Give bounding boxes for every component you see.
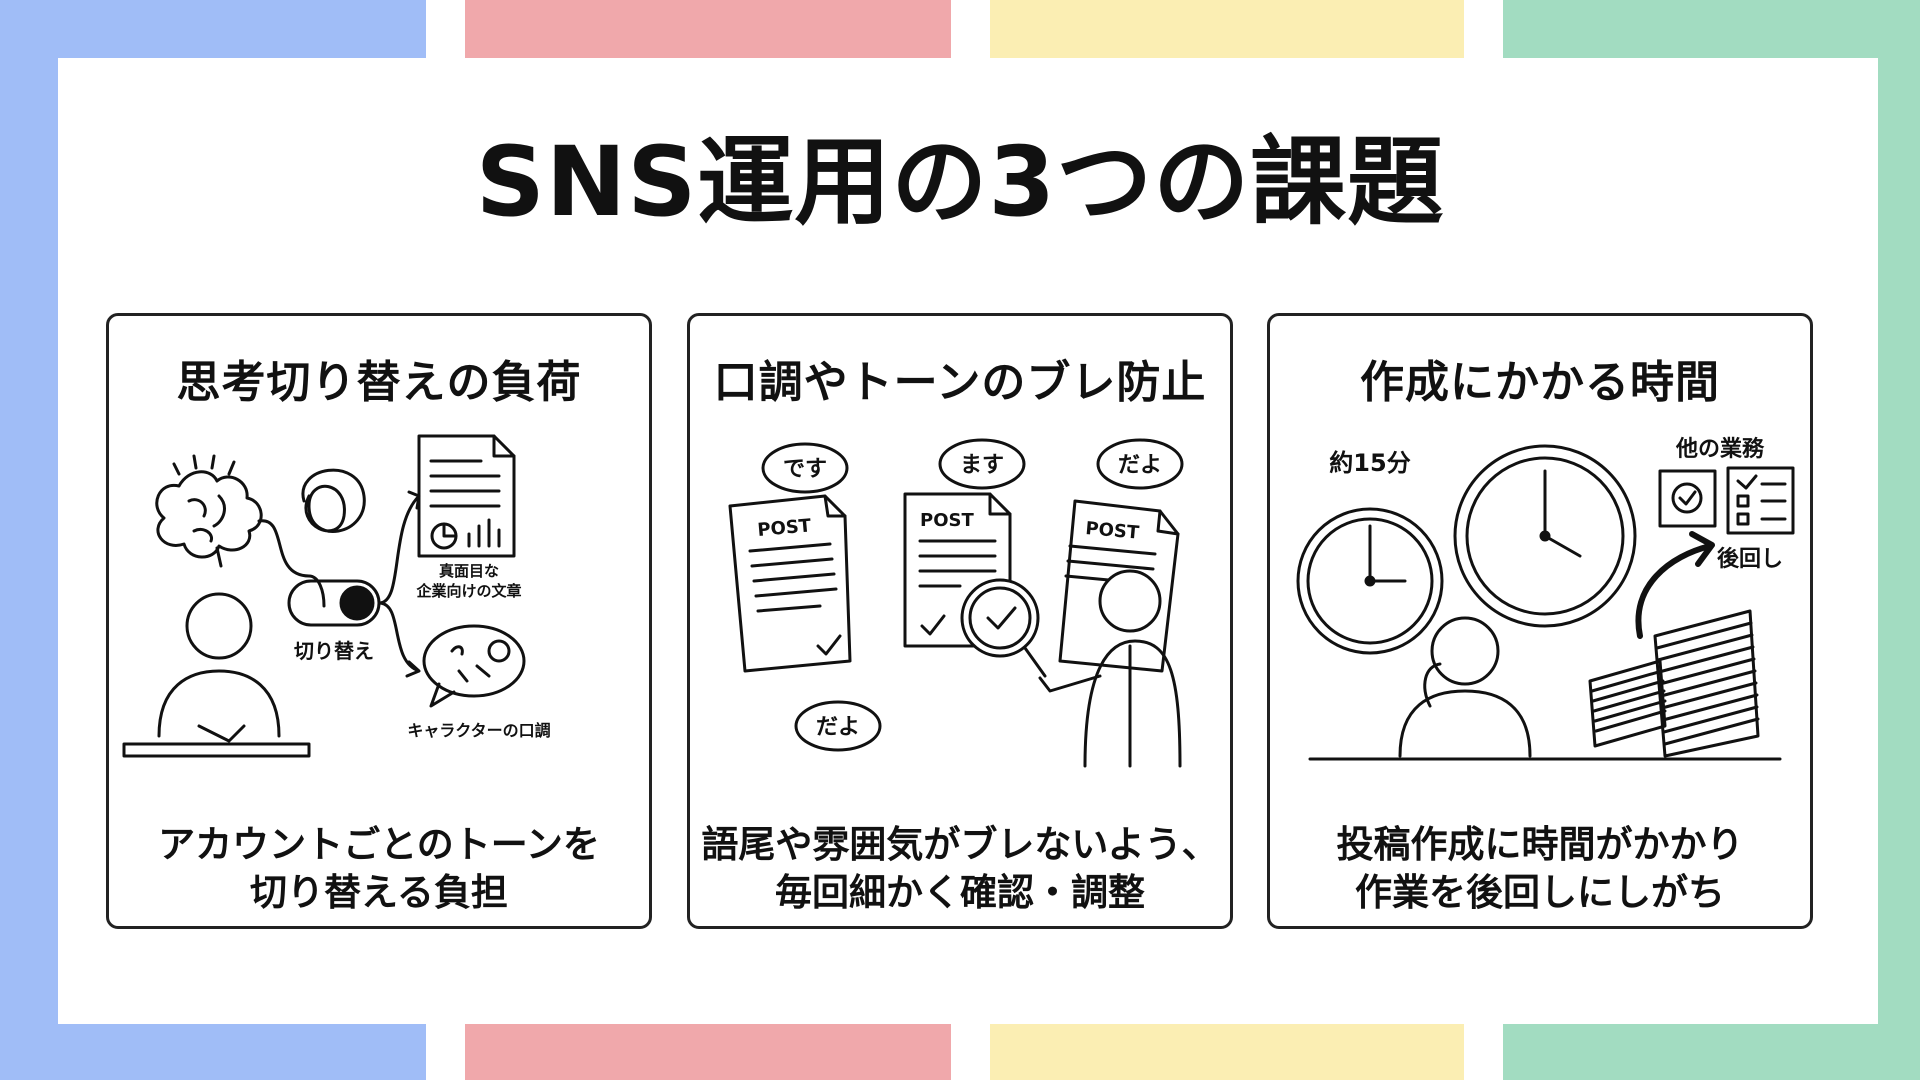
clock-icon — [1296, 444, 1637, 655]
card-illustration: 切り替え 真面目な 企業向けの文章 キャラクターの口調 — [119, 426, 645, 806]
time-label: 約15分 — [1329, 449, 1410, 477]
bottom-band-yellow — [990, 1024, 1464, 1080]
tangle-icon — [257, 468, 366, 608]
right-green-band — [1878, 0, 1920, 1080]
toggle-switch-icon — [287, 490, 421, 678]
top-band-blue — [0, 0, 426, 58]
top-band-green — [1503, 0, 1920, 58]
post-label-2: POST — [920, 510, 974, 531]
other-work-label: 他の業務 — [1675, 436, 1765, 462]
bottom-band-blue — [0, 1024, 426, 1080]
card-creation-time: 作成にかかる時間 約15分 他の業務 — [1267, 313, 1813, 929]
card-illustration: 約15分 他の業務 後 — [1280, 426, 1806, 806]
speech-bubble-icon — [761, 438, 1184, 752]
top-band-yellow — [990, 0, 1464, 58]
switch-label: 切り替え — [294, 639, 374, 663]
doc-label-line2: 企業向けの文章 — [415, 582, 521, 600]
bubble-dayo-2: だよ — [816, 715, 860, 740]
person-inspecting-icon — [1038, 569, 1182, 768]
magnifier-check-icon — [960, 578, 1047, 678]
checklist-icon — [1658, 466, 1795, 535]
document-chart-icon — [417, 434, 516, 558]
bubble-dayo: だよ — [1118, 453, 1162, 478]
card-illustration: です ます だよ だよ POST POST POST — [700, 426, 1226, 806]
emoji-bubble-icon — [422, 624, 526, 708]
brain-icon — [155, 454, 263, 568]
person-at-desk-icon — [122, 592, 311, 758]
top-band-pink — [465, 0, 951, 58]
bubble-masu: ます — [960, 453, 1004, 478]
paper-stack-icon — [1588, 609, 1760, 758]
page-title: SNS運用の3つの課題 — [475, 126, 1445, 238]
left-blue-band — [0, 0, 58, 1080]
bottom-band-pink — [465, 1024, 951, 1080]
later-label: 後回し — [1717, 546, 1783, 572]
thinking-person-icon — [1308, 616, 1782, 761]
card-title: 作成にかかる時間 — [1360, 357, 1720, 408]
bottom-band-green — [1503, 1024, 1920, 1080]
post-label-3: POST — [1085, 518, 1141, 544]
card-caption: 投稿作成に時間がかかり 作業を後回しにしがち — [1336, 823, 1744, 915]
card-thinking-load: 思考切り替えの負荷 — [106, 313, 652, 929]
post-label-1: POST — [757, 515, 813, 541]
curved-arrow-icon — [1635, 531, 1715, 639]
card-tone-consistency: 口調やトーンのブレ防止 です ます だよ だよ — [687, 313, 1233, 929]
bubble-label: キャラクターの口調 — [407, 721, 550, 740]
bubble-desu: です — [783, 457, 827, 482]
card-caption: 語尾や雰囲気がブレないよう、 毎回細かく確認・調整 — [701, 823, 1219, 915]
card-title: 口調やトーンのブレ防止 — [713, 357, 1207, 408]
card-title: 思考切り替えの負荷 — [176, 357, 582, 408]
card-caption: アカウントごとのトーンを 切り替える負担 — [158, 823, 600, 915]
doc-label-line1: 真面目な — [439, 562, 499, 580]
